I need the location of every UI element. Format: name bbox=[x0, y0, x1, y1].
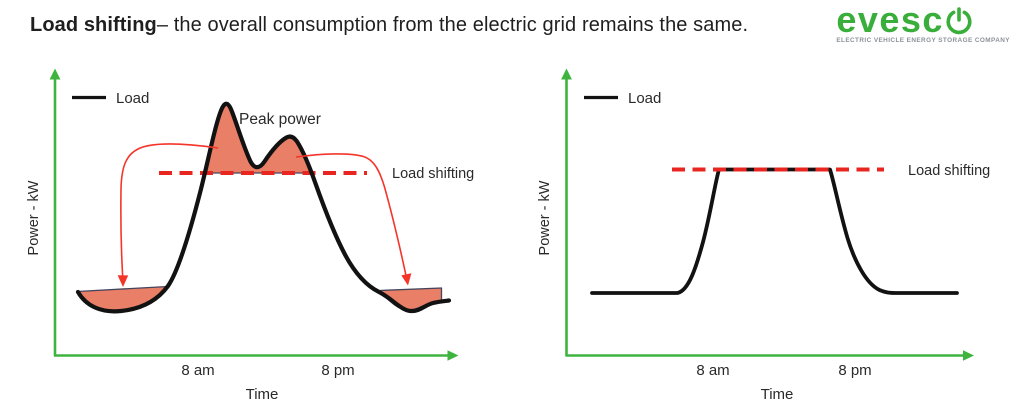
left-shift-arrow-morning-head-icon bbox=[117, 275, 129, 287]
right-chart: Load Load shifting 8 am 8 pm Time Power … bbox=[537, 68, 990, 403]
right-load-shifting-label: Load shifting bbox=[908, 163, 990, 179]
right-y-axis-arrow-icon bbox=[561, 68, 572, 80]
title-bold-text: Load shifting bbox=[30, 14, 157, 36]
evesco-logo-text: evesc bbox=[836, 0, 944, 40]
right-x-axis-arrow-icon bbox=[963, 350, 974, 361]
evesco-logo: evesc ELECTRIC VEHICLE ENERGY STORAGE CO… bbox=[836, 0, 1010, 44]
left-y-axis-arrow-icon bbox=[49, 68, 61, 80]
page-title: Load shifting– the overall consumption f… bbox=[30, 13, 748, 37]
left-chart: Load Peak power Load shifting 8 am 8 pm … bbox=[26, 68, 474, 403]
title-rest-text: – the overall consumption from the elect… bbox=[156, 14, 749, 36]
right-y-axis-title: Power - kW bbox=[537, 180, 553, 255]
left-tick-8pm: 8 pm bbox=[321, 362, 354, 379]
left-x-axis-title: Time bbox=[246, 386, 279, 403]
right-tick-8pm: 8 pm bbox=[838, 362, 871, 379]
power-icon bbox=[946, 6, 972, 34]
evesco-tagline: ELECTRIC VEHICLE ENERGY STORAGE COMPANY bbox=[836, 36, 1010, 44]
left-load-curve bbox=[75, 101, 452, 314]
right-load-curve bbox=[590, 167, 959, 295]
left-tick-8am: 8 am bbox=[181, 362, 214, 379]
left-x-axis-arrow-icon bbox=[447, 350, 459, 361]
left-shift-arrow-evening bbox=[295, 153, 407, 276]
right-legend-label: Load bbox=[628, 90, 661, 107]
left-legend-label: Load bbox=[116, 90, 149, 107]
peak-power-label: Peak power bbox=[239, 111, 321, 128]
left-load-shifting-label: Load shifting bbox=[392, 166, 474, 182]
left-shift-arrow-morning bbox=[120, 143, 219, 278]
evesco-wordmark: evesc bbox=[836, 0, 1010, 40]
right-tick-8am: 8 am bbox=[696, 362, 729, 379]
left-shift-arrow-evening-head-icon bbox=[401, 273, 412, 286]
left-y-axis-title: Power - kW bbox=[26, 180, 42, 255]
right-x-axis-title: Time bbox=[761, 386, 794, 403]
